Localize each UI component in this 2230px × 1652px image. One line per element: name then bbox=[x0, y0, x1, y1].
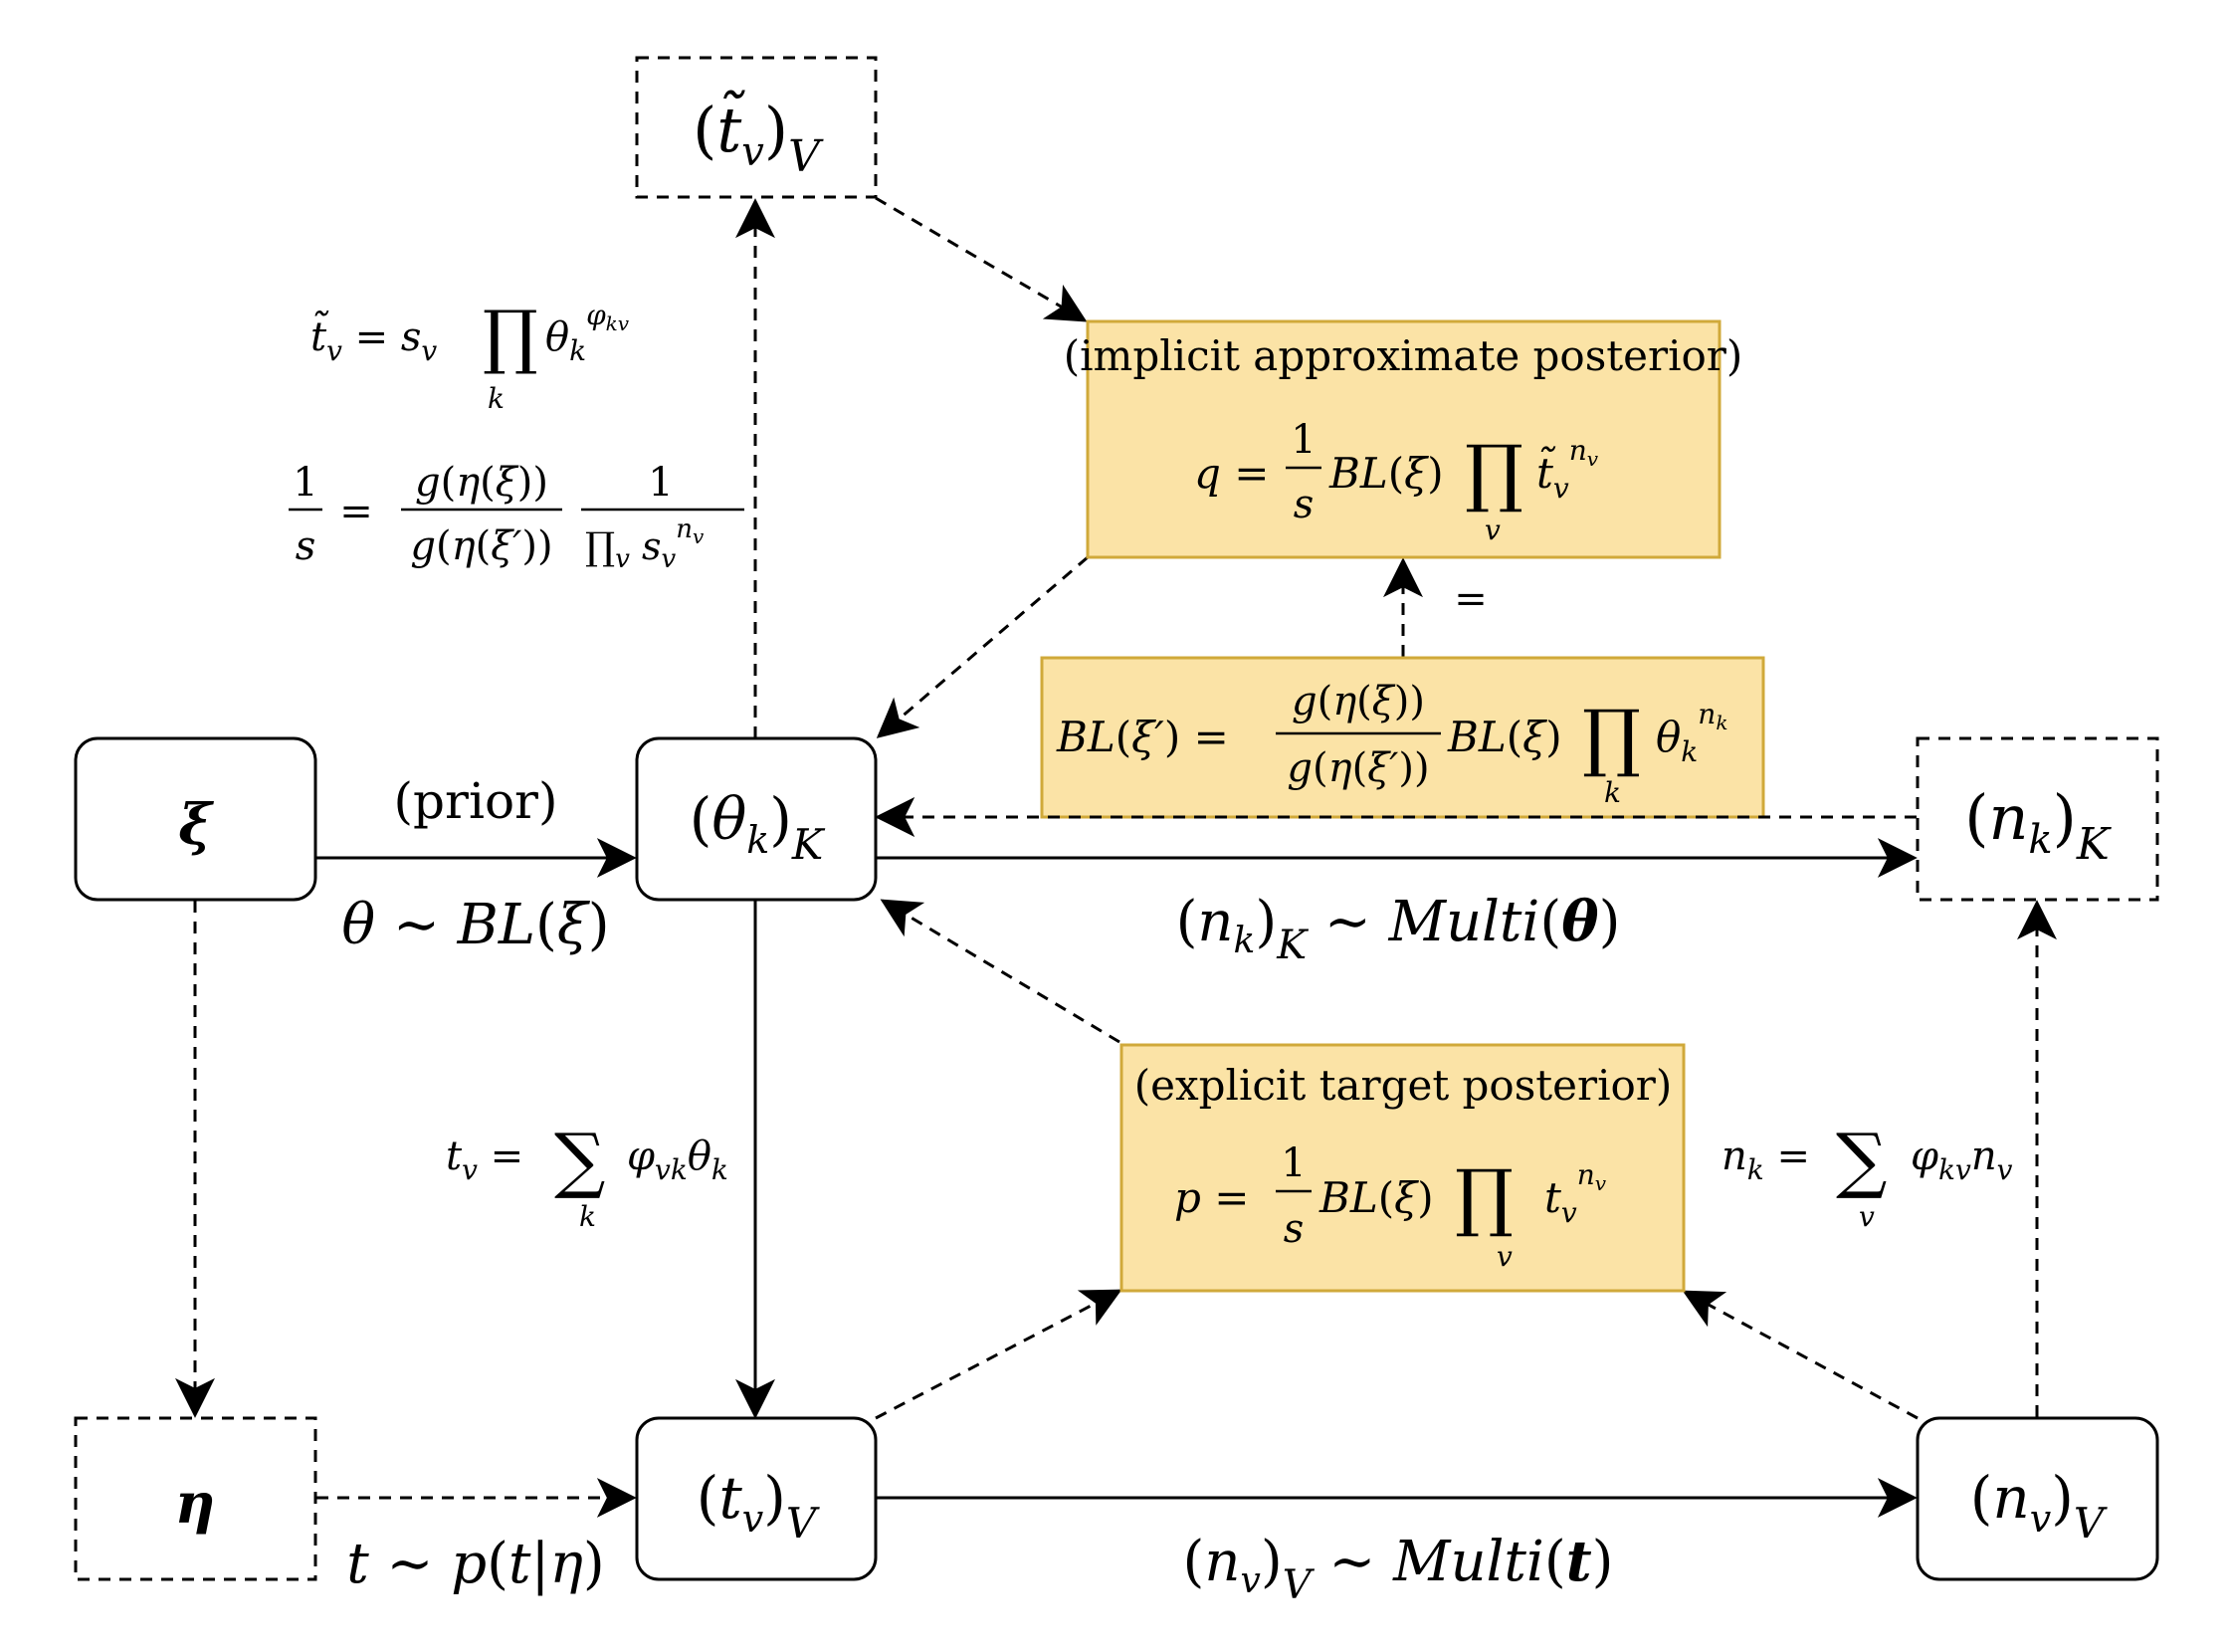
svg-text:∑: ∑ bbox=[1836, 1118, 1887, 1201]
svg-text:BL(ξ): BL(ξ) bbox=[1318, 1173, 1434, 1222]
svg-text:p =: p = bbox=[1174, 1173, 1249, 1222]
nk-node bbox=[1916, 736, 2159, 902]
svg-text:s: s bbox=[1294, 482, 1315, 527]
svg-text:BL(ξ): BL(ξ) bbox=[1328, 449, 1444, 498]
svg-text:v: v bbox=[1497, 1240, 1513, 1273]
nv-node bbox=[1916, 1416, 2159, 1581]
svg-text:g(η(ξ)): g(η(ξ)) bbox=[415, 460, 548, 506]
svg-text:φvkθk: φvkθk bbox=[627, 1134, 728, 1186]
theta-node bbox=[635, 736, 878, 902]
svg-text:s: s bbox=[1284, 1206, 1305, 1252]
svg-text:1: 1 bbox=[648, 460, 673, 506]
nk-definition: nk = ∑ v φkvnv bbox=[1722, 1118, 2013, 1233]
nv-multi: (nv)V ∼ Multi(t) bbox=[1183, 1529, 1614, 1608]
svg-text:g(η(ξ)): g(η(ξ)) bbox=[1292, 679, 1425, 724]
svg-text:g(η(ξ′)): g(η(ξ′)) bbox=[410, 523, 552, 569]
bl-update-box bbox=[1040, 656, 1765, 819]
svg-text:v: v bbox=[1485, 514, 1501, 546]
svg-text:∏: ∏ bbox=[483, 296, 538, 377]
svg-text:∑: ∑ bbox=[554, 1118, 605, 1201]
explicit-posterior-box bbox=[1119, 1043, 1686, 1293]
svg-text:k: k bbox=[579, 1200, 596, 1233]
s-definition: 1 s = g(η(ξ)) g(η(ξ′)) 1 ∏v svnv bbox=[289, 460, 744, 574]
ttilde-definition: t̃v = sv ∏ k θkφkv bbox=[310, 296, 630, 415]
svg-text:1: 1 bbox=[293, 460, 317, 506]
svg-text:∏: ∏ bbox=[1455, 1154, 1514, 1240]
svg-text:∏: ∏ bbox=[1582, 695, 1641, 780]
svg-text:1: 1 bbox=[1281, 1140, 1306, 1186]
t-definition: tv = ∑ k φvkθk bbox=[446, 1118, 728, 1233]
xi-node bbox=[74, 736, 317, 902]
svg-text:BL(ξ): BL(ξ) bbox=[1447, 713, 1562, 761]
explicit-title: (explicit target posterior) bbox=[1134, 1061, 1673, 1110]
edge-explicit-to-theta bbox=[880, 899, 1120, 1044]
svg-text:BL(ξ′) =: BL(ξ′) = bbox=[1056, 713, 1229, 761]
svg-text:g(η(ξ′)): g(η(ξ′)) bbox=[1287, 745, 1429, 791]
edge-implicit-to-theta bbox=[876, 555, 1089, 738]
svg-text:1: 1 bbox=[1291, 417, 1316, 463]
edges bbox=[314, 838, 1918, 1518]
edge-tv-to-explicit bbox=[875, 1289, 1122, 1420]
svg-text:v: v bbox=[1859, 1200, 1875, 1233]
svg-text:k: k bbox=[1604, 776, 1621, 809]
svg-text:s: s bbox=[296, 523, 316, 569]
xi-label: ξ bbox=[178, 792, 214, 858]
eta-node bbox=[74, 1416, 317, 1581]
svg-text:t̃v = sv: t̃v = sv bbox=[310, 310, 437, 367]
svg-text:θkφkv: θkφkv bbox=[545, 299, 630, 367]
t-formula: t ∼ p(t|η) bbox=[346, 1532, 605, 1596]
ttilde-node bbox=[635, 56, 878, 199]
eta-label: η bbox=[175, 1471, 216, 1537]
svg-text:q =: q = bbox=[1194, 449, 1269, 498]
svg-text:∏v svnv: ∏v svnv bbox=[585, 515, 705, 574]
explicit-formula: p = 1 s BL(ξ) ∏ v tvnv bbox=[1174, 1140, 1607, 1273]
prior-formula: θ ∼ BL(ξ) bbox=[341, 893, 609, 957]
svg-text:=: = bbox=[339, 489, 373, 534]
equals-tag: = bbox=[1454, 576, 1488, 622]
svg-text:φkvnv: φkvnv bbox=[1911, 1134, 2013, 1186]
svg-text:tv =: tv = bbox=[446, 1134, 523, 1186]
implicit-posterior-box bbox=[1086, 319, 1722, 559]
svg-text:nk =: nk = bbox=[1722, 1134, 1810, 1186]
edge-ttilde-to-implicit bbox=[875, 196, 1088, 322]
nk-multi: (nk)K ∼ Multi(θ) bbox=[1176, 889, 1621, 968]
edge-nv-to-explicit bbox=[1682, 1290, 1919, 1420]
prior-tag: (prior) bbox=[394, 772, 558, 830]
tv-node bbox=[635, 1416, 878, 1581]
svg-text:k: k bbox=[488, 382, 505, 415]
svg-text:∏: ∏ bbox=[1465, 430, 1523, 516]
implicit-title: (implicit approximate posterior) bbox=[1064, 331, 1743, 380]
